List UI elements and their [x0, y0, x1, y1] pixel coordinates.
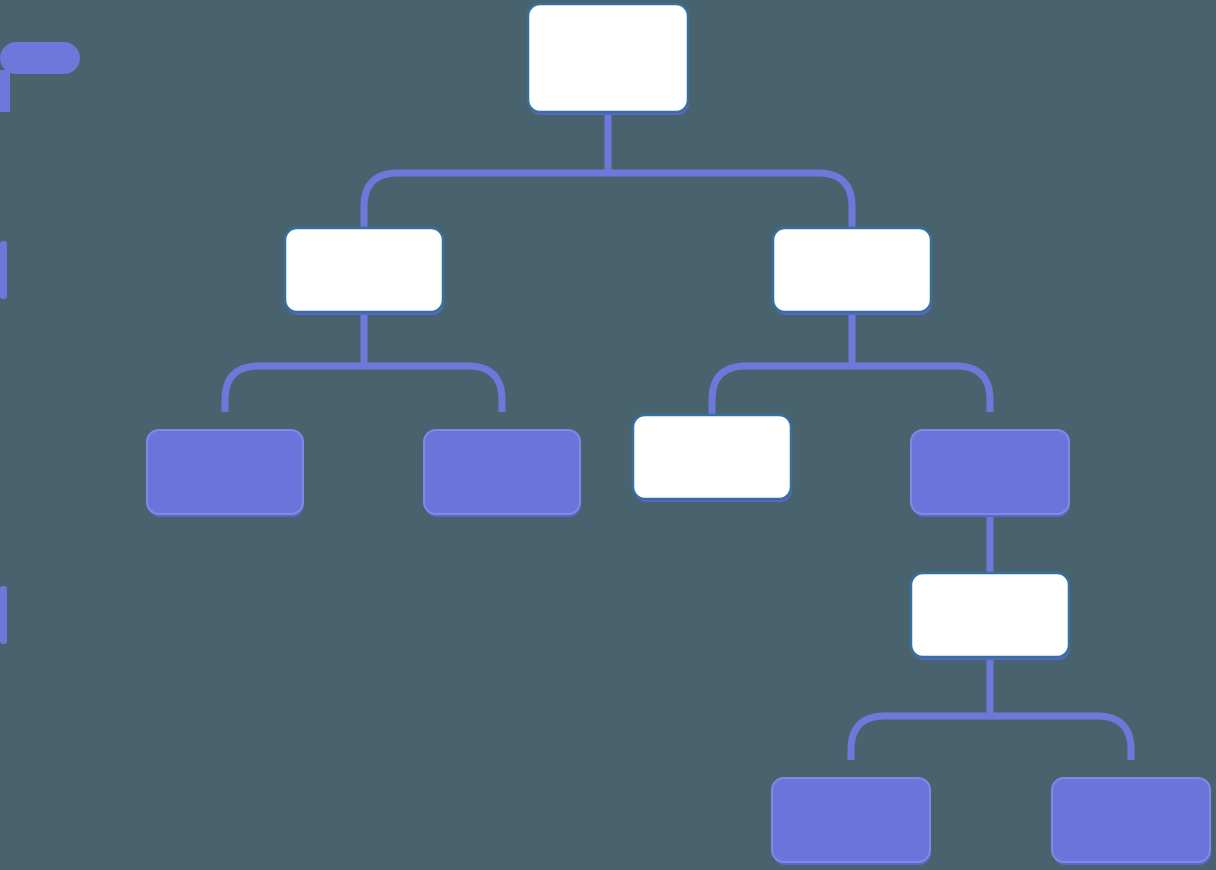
- connector-line: [847, 712, 990, 760]
- leaf-node-5[interactable]: [1051, 777, 1211, 865]
- node-body: [910, 429, 1070, 515]
- leaf-node-4[interactable]: [771, 777, 931, 865]
- connector-line: [990, 712, 1135, 760]
- branch-node-right[interactable]: [0, 226, 933, 315]
- connector-line: [221, 362, 364, 412]
- node-body: [526, 2, 690, 114]
- leaf-node-3[interactable]: [631, 413, 793, 502]
- connector-line: [364, 362, 506, 412]
- node-body: [909, 571, 1071, 659]
- node-body: [1051, 777, 1211, 863]
- connector-line: [708, 362, 852, 415]
- node-body: [771, 777, 931, 863]
- node-body: [283, 226, 445, 314]
- connector-line: [852, 362, 994, 412]
- leaf-node-2[interactable]: [423, 429, 581, 517]
- branch-node-mid[interactable]: [0, 571, 1071, 660]
- leaf-node-1[interactable]: [146, 429, 304, 517]
- pill-placeholder-icon: [0, 42, 80, 74]
- branch-node-purple[interactable]: [910, 429, 1070, 517]
- root-node[interactable]: [0, 2, 690, 115]
- connector-layer: [221, 112, 1135, 760]
- node-body: [146, 429, 304, 515]
- node-body: [771, 226, 933, 314]
- node-body: [423, 429, 581, 515]
- pill-stem: [0, 70, 10, 112]
- connector-line: [360, 169, 608, 228]
- branch-node-left[interactable]: [0, 226, 445, 315]
- connector-line: [608, 169, 856, 228]
- divider-bar-icon: [0, 241, 7, 299]
- node-body: [631, 413, 793, 501]
- divider-bar-icon: [0, 586, 7, 644]
